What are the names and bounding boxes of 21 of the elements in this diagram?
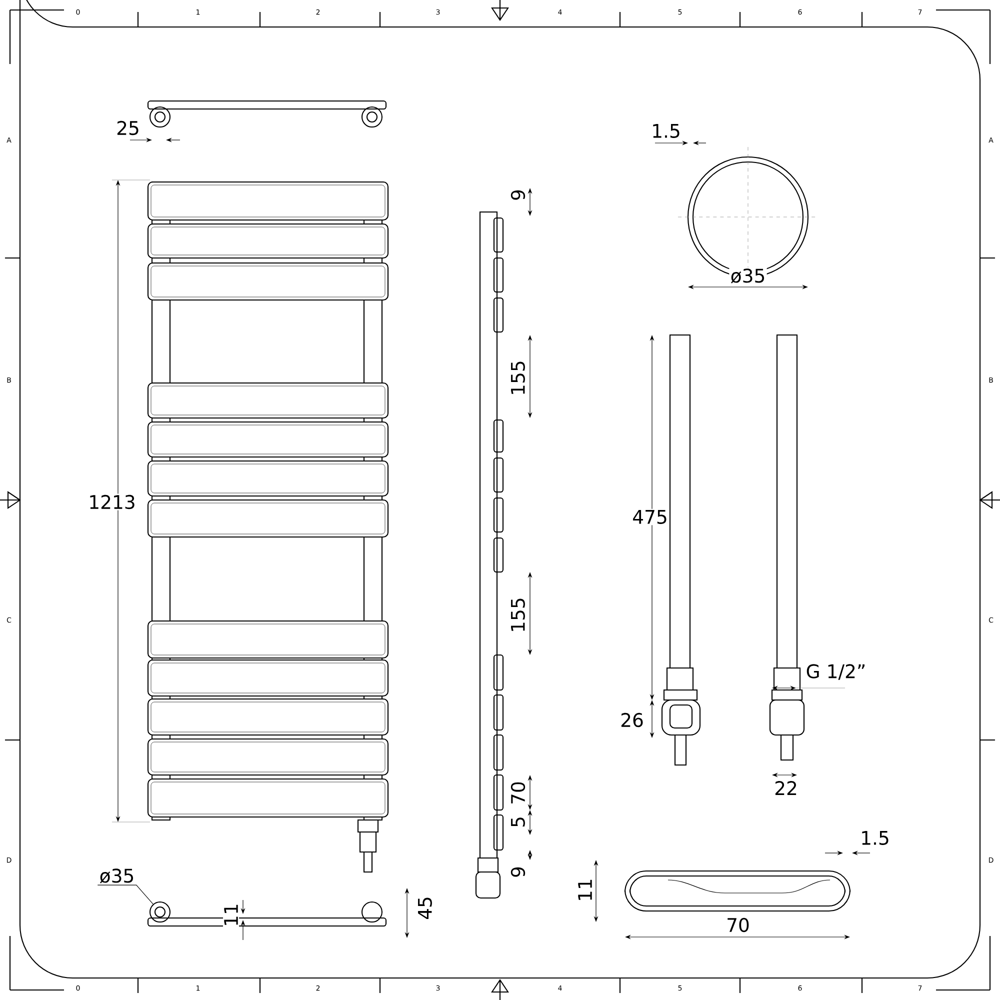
dimension-label: 155 bbox=[510, 596, 526, 634]
pipe-end bbox=[149, 901, 171, 923]
dimension-label: 475 bbox=[630, 508, 670, 526]
dimension-label: 22 bbox=[772, 780, 800, 796]
dimension-label: 9 bbox=[510, 188, 526, 202]
dimension-label: 1.5 bbox=[858, 830, 892, 846]
dimension-label: ø35 bbox=[100, 868, 134, 884]
dimension-label: 70 bbox=[724, 916, 752, 934]
dimension-label: 11 bbox=[577, 876, 593, 904]
dimension-label: 1.5 bbox=[650, 122, 682, 140]
dimension-label: 25 bbox=[114, 120, 142, 136]
dimension-label: G 1/2” bbox=[804, 663, 868, 681]
dimension-label: 155 bbox=[510, 358, 526, 398]
dimension-label: ø35 bbox=[729, 267, 767, 285]
dimension-label: 26 bbox=[618, 712, 646, 728]
dimension-label: 1213 bbox=[86, 494, 138, 510]
leader-line bbox=[97, 884, 154, 904]
dimension-label: 45 bbox=[416, 894, 434, 922]
dimension-label: 9 bbox=[510, 864, 526, 880]
dimension-label: 70 bbox=[510, 780, 526, 806]
dimension-label: 11 bbox=[223, 902, 239, 928]
